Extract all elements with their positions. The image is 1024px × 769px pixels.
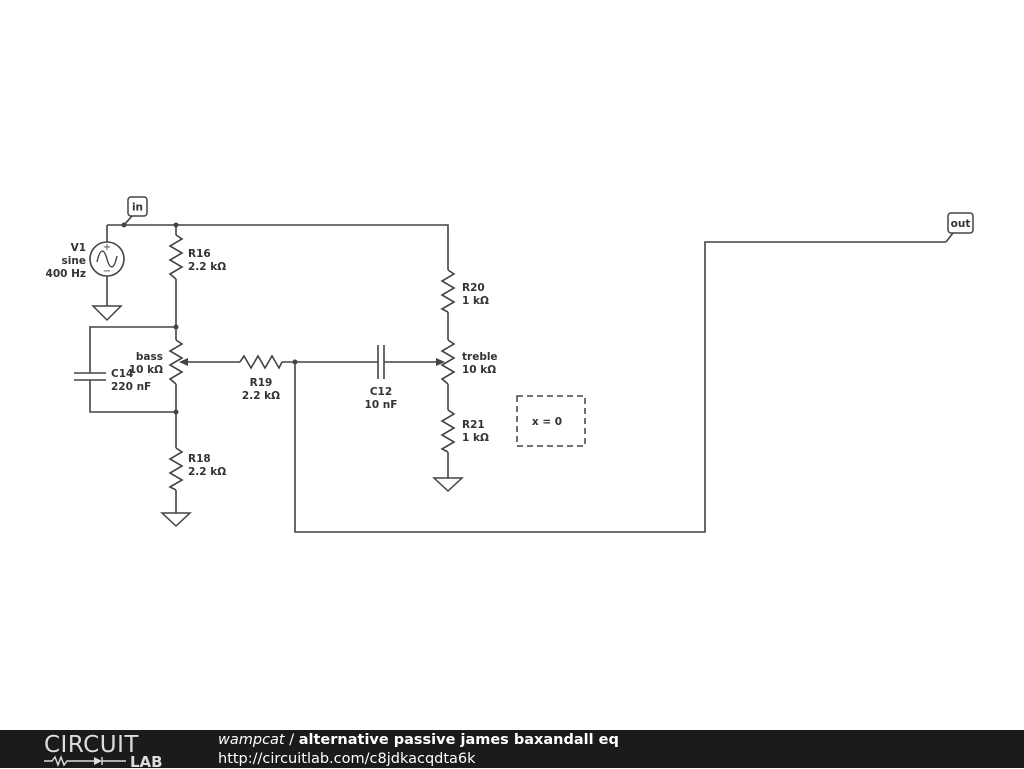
footer-bar: CIRCUIT LAB wampcat / alternative passiv…	[0, 730, 1024, 768]
ground-symbol-v1	[91, 305, 123, 322]
v1-type-label: sine	[62, 255, 86, 267]
r20-name-label: R20	[462, 282, 485, 294]
parameter-box-text: x = 0	[532, 416, 562, 428]
port-out[interactable]: out	[945, 212, 974, 243]
treble-name-label: treble	[462, 351, 498, 363]
resistor-r16[interactable]: R16 2.2 kΩ	[168, 234, 226, 280]
bass-name-label: bass	[136, 351, 163, 363]
r21-value-label: 1 kΩ	[462, 432, 489, 444]
footer-title-line: wampcat / alternative passive james baxa…	[218, 731, 619, 750]
resistor-r19[interactable]: R19 2.2 kΩ	[239, 354, 283, 402]
port-in-label: in	[132, 202, 143, 214]
footer-text: wampcat / alternative passive james baxa…	[218, 731, 619, 769]
c12-name-label: C12	[370, 386, 392, 398]
r16-value-label: 2.2 kΩ	[188, 261, 226, 273]
v1-freq-label: 400 Hz	[46, 268, 86, 280]
circuitlab-logo[interactable]: CIRCUIT LAB	[44, 732, 176, 768]
junction-dot	[292, 359, 298, 365]
r19-name-label: R19	[250, 377, 273, 389]
r20-value-label: 1 kΩ	[462, 295, 489, 307]
c12-value-label: 10 nF	[365, 399, 398, 411]
r19-value-label: 2.2 kΩ	[242, 390, 280, 402]
c14-name-label: C14	[111, 368, 133, 380]
wire-output-route	[294, 241, 946, 533]
logo-text-lab: LAB	[130, 753, 163, 768]
r16-name-label: R16	[188, 248, 211, 260]
wires	[89, 224, 946, 533]
logo-text-circuit: CIRCUIT	[44, 732, 139, 758]
c14-value-label: 220 nF	[111, 381, 151, 393]
potentiometer-bass[interactable]: bass 10 kΩ	[129, 339, 188, 385]
capacitor-c12[interactable]: C12 10 nF	[365, 345, 398, 411]
resistor-r21[interactable]: R21 1 kΩ	[440, 409, 489, 453]
junctions	[121, 222, 298, 415]
wire-c14-loop-top	[89, 326, 176, 373]
port-out-label: out	[951, 218, 971, 230]
bass-value-label: 10 kΩ	[129, 364, 163, 376]
svg-text:+: +	[103, 242, 111, 253]
ground-symbol-r18	[160, 512, 192, 528]
wire-c14-loop-bottom	[89, 380, 176, 413]
title-separator: /	[284, 732, 299, 748]
wire-top-rail	[107, 224, 449, 270]
resistor-r18[interactable]: R18 2.2 kΩ	[168, 447, 226, 491]
ground-symbol-r21	[432, 477, 464, 493]
svg-text:−: −	[103, 266, 111, 277]
r21-name-label: R21	[462, 419, 485, 431]
treble-value-label: 10 kΩ	[462, 364, 496, 376]
junction-dot	[173, 409, 179, 415]
parameter-box[interactable]: x = 0	[516, 395, 586, 447]
resistor-r20[interactable]: R20 1 kΩ	[440, 269, 489, 313]
circuit-title: alternative passive james baxandall eq	[298, 732, 619, 748]
potentiometer-treble[interactable]: treble 10 kΩ	[436, 339, 498, 385]
author-link[interactable]: wampcat	[218, 732, 285, 748]
circuit-url-link[interactable]: http://circuitlab.com/c8jdkacqdta6k	[218, 751, 476, 767]
sine-source-v1[interactable]: + − V1 sine 400 Hz	[46, 241, 125, 280]
capacitor-c14[interactable]: C14 220 nF	[74, 368, 151, 393]
v1-name-label: V1	[71, 242, 86, 254]
r18-value-label: 2.2 kΩ	[188, 466, 226, 478]
r18-name-label: R18	[188, 453, 211, 465]
junction-dot	[173, 222, 179, 228]
port-in[interactable]: in	[123, 196, 148, 226]
circuit-schematic: in out + − V1 sine 400 Hz R16 2.2 kΩ bas…	[46, 196, 974, 533]
junction-dot	[173, 324, 179, 330]
